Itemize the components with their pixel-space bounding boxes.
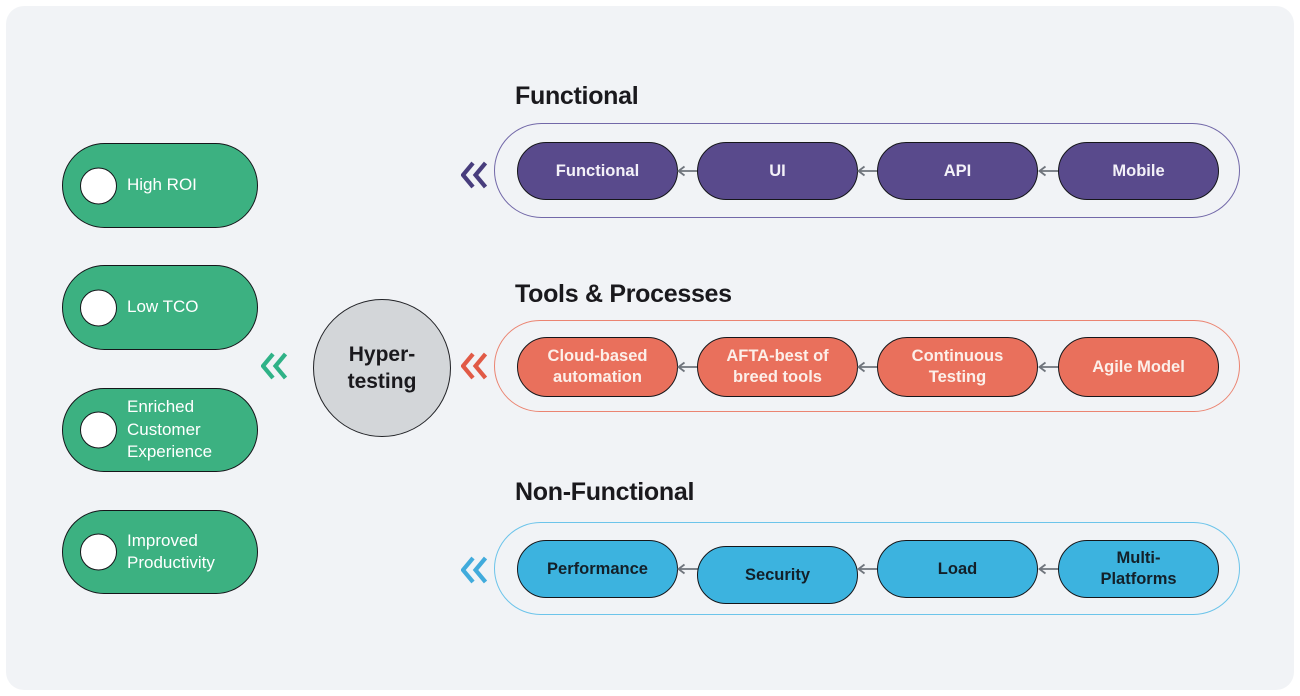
item-pill: Agile Model <box>1058 337 1219 397</box>
item-pill: UI <box>697 142 858 200</box>
item-pill: AFTA-best of breed tools <box>697 337 858 397</box>
item-pill: Continuous Testing <box>877 337 1038 397</box>
item-label: Functional <box>555 161 640 180</box>
item-label: Continuous Testing <box>911 347 1004 386</box>
arrow-left-icon <box>856 562 879 576</box>
item-label: Cloud-based automation <box>547 347 648 386</box>
arrow-left-icon <box>676 562 699 576</box>
arrow-left-icon <box>676 360 699 374</box>
item-pill: Load <box>877 540 1038 598</box>
arrow-left-icon <box>856 360 879 374</box>
item-label: Multi- Platforms <box>1100 549 1177 588</box>
item-label: Security <box>744 565 811 584</box>
double-chevron-left-icon <box>461 555 488 585</box>
benefit-label: Improved Productivity <box>127 530 215 572</box>
arrow-left-icon <box>1037 562 1060 576</box>
arrow-left-icon <box>1037 360 1060 374</box>
double-chevron-left-icon <box>461 160 488 190</box>
circle-bullet-icon <box>80 411 117 449</box>
benefit-label: High ROI <box>127 175 197 195</box>
category-title: Non-Functional <box>515 478 695 506</box>
benefit-pill-enriched-customer-experience: Enriched Customer Experience <box>62 388 258 472</box>
double-chevron-left-icon <box>461 351 488 381</box>
arrow-left-icon <box>676 164 699 178</box>
item-label: Agile Model <box>1092 357 1185 376</box>
circle-bullet-icon <box>80 167 117 204</box>
item-pill: Cloud-based automation <box>517 337 678 397</box>
circle-bullet-icon <box>80 289 117 326</box>
benefit-label: Low TCO <box>127 297 199 317</box>
category-title: Functional <box>515 82 639 110</box>
item-pill: Multi- Platforms <box>1058 540 1219 598</box>
hub-circle: Hyper- testing <box>313 299 451 437</box>
category-container: Cloud-based automation AFTA-best of bree… <box>494 320 1240 412</box>
item-label: UI <box>769 161 786 180</box>
circle-bullet-icon <box>80 533 117 571</box>
item-label: API <box>943 161 972 180</box>
benefit-pill-low-tco: Low TCO <box>62 265 258 350</box>
category-title: Tools & Processes <box>515 280 732 308</box>
item-pill: API <box>877 142 1038 200</box>
category-container: Functional UI API Mobile <box>494 123 1240 218</box>
hub-label: Hyper- testing <box>347 342 417 393</box>
item-pill: Mobile <box>1058 142 1219 200</box>
item-label: Mobile <box>1112 161 1165 180</box>
benefit-label: Enriched Customer Experience <box>127 397 213 462</box>
category-container: Performance Security Load Multi- Platfor… <box>494 522 1240 615</box>
double-chevron-left-icon <box>261 351 288 381</box>
arrow-left-icon <box>1037 164 1060 178</box>
item-pill: Functional <box>517 142 678 200</box>
benefit-pill-improved-productivity: Improved Productivity <box>62 510 258 594</box>
item-label: Load <box>937 559 978 578</box>
item-pill: Performance <box>517 540 678 598</box>
arrow-left-icon <box>856 164 879 178</box>
item-pill: Security <box>697 546 858 604</box>
item-label: Performance <box>547 559 648 578</box>
benefit-pill-high-roi: High ROI <box>62 143 258 228</box>
item-label: AFTA-best of breed tools <box>726 347 829 386</box>
